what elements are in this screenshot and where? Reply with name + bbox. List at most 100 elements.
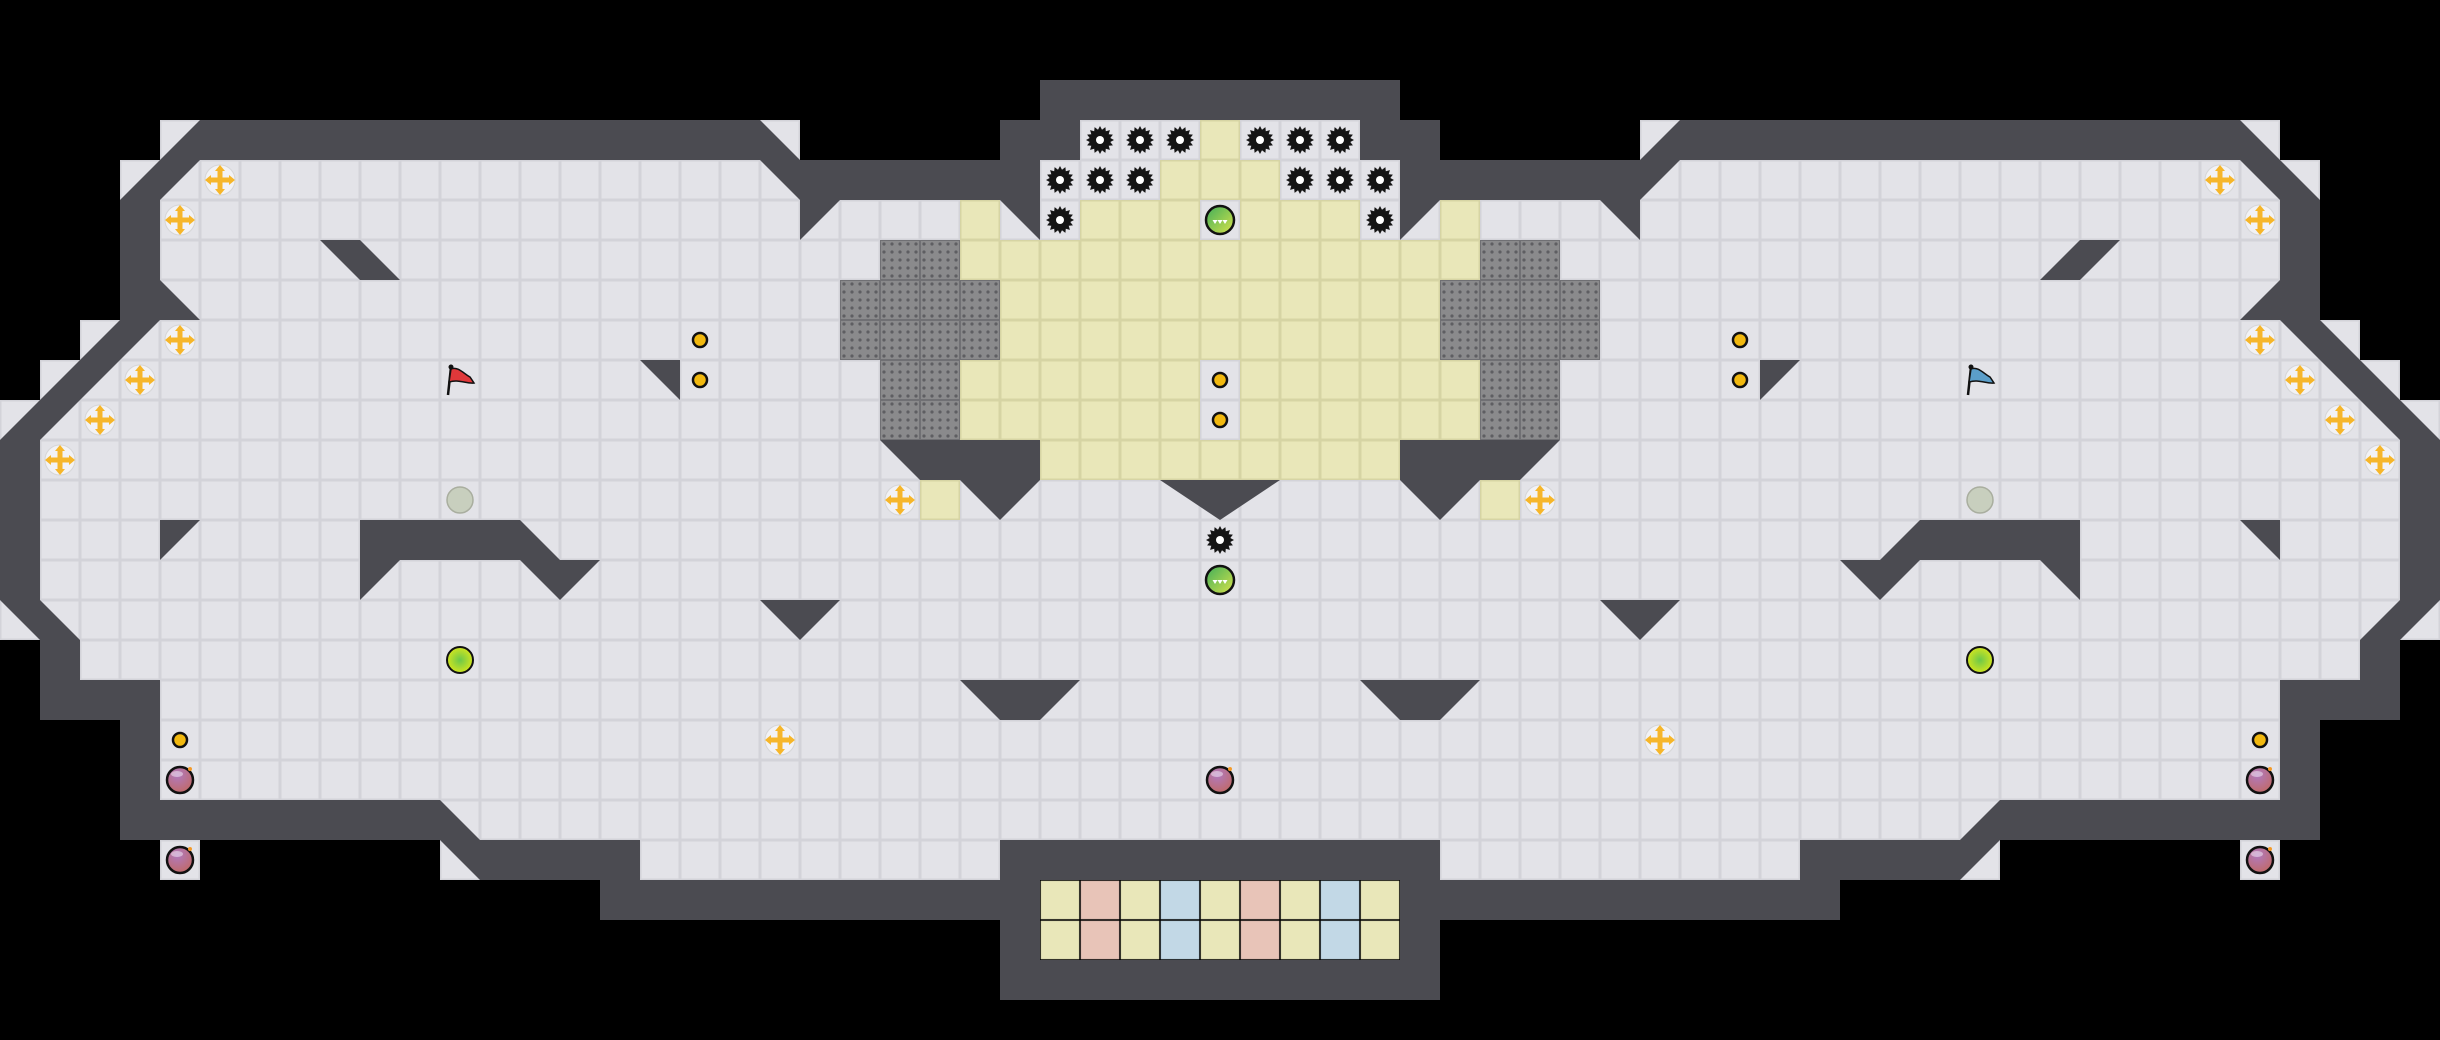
floor-tile — [1280, 720, 1320, 760]
floor-tile — [360, 440, 400, 480]
floor-tile — [880, 760, 920, 800]
floor-tile — [2200, 240, 2240, 280]
floor-tile — [1800, 240, 1840, 280]
floor-tile — [1720, 280, 1760, 320]
arrow-down-icon — [175, 349, 185, 355]
wall-tile — [1400, 680, 1440, 720]
floor-tile — [2280, 400, 2320, 440]
wall-tile — [0, 440, 40, 480]
floor-tile — [320, 640, 360, 680]
spike-icon — [1206, 526, 1234, 554]
floor-tile — [1080, 560, 1120, 600]
arrow-left-icon — [765, 735, 771, 745]
wall-tile — [360, 520, 400, 560]
diagonal-wall-tile — [1640, 600, 1680, 640]
spike-icon — [1086, 166, 1114, 194]
diagonal-wall-tile — [360, 560, 400, 600]
floor-tile — [120, 400, 160, 440]
arrow-down-icon — [2295, 389, 2305, 395]
floor-tile — [2160, 560, 2200, 600]
yellow-zone-tile — [1040, 440, 1080, 480]
floor-tile — [360, 280, 400, 320]
gate-tile — [1520, 280, 1560, 320]
diagonal-wall-tile — [560, 560, 600, 600]
floor-tile — [840, 600, 880, 640]
yellow-zone-tile — [1240, 160, 1280, 200]
floor-tile — [1360, 720, 1400, 760]
wall-tile — [1240, 840, 1280, 880]
floor-tile — [2120, 680, 2160, 720]
ball-mark — [1217, 220, 1223, 224]
floor-tile — [1360, 640, 1400, 680]
spike-icon — [1366, 166, 1394, 194]
wall-tile — [480, 840, 520, 880]
floor-tile — [440, 720, 480, 760]
floor-tile — [200, 600, 240, 640]
wall-tile — [520, 840, 560, 880]
floor-tile — [1360, 520, 1400, 560]
diagonal-wall-tile — [2400, 400, 2440, 440]
red-endzone-tile — [1080, 880, 1120, 920]
bomb-body — [165, 765, 195, 795]
yellow-zone-tile — [1000, 240, 1040, 280]
floor-tile — [1760, 720, 1800, 760]
wall-tile — [2280, 760, 2320, 800]
floor-tile — [1920, 600, 1960, 640]
floor-tile — [760, 360, 800, 400]
floor-tile — [1120, 760, 1160, 800]
yellow-zone-tile — [1120, 240, 1160, 280]
arrow-up-icon — [775, 725, 785, 731]
floor-tile — [1160, 640, 1200, 680]
boost-bar-v — [2257, 328, 2263, 352]
floor-tile — [1120, 480, 1160, 520]
wall-tile — [2040, 520, 2080, 560]
boost-bar-v — [2297, 368, 2303, 392]
wall-tile — [2000, 120, 2040, 160]
gate-tile — [1480, 320, 1520, 360]
floor-tile — [1440, 520, 1480, 560]
wall-tile — [2400, 520, 2440, 560]
floor-tile — [1640, 680, 1680, 720]
floor-tile — [1800, 480, 1840, 520]
floor-tile — [680, 600, 720, 640]
wall-tile — [1280, 840, 1320, 880]
arrow-right-icon — [2389, 455, 2395, 465]
arrow-left-icon — [205, 175, 211, 185]
wall-tile — [1600, 880, 1640, 920]
floor-tile — [1880, 440, 1920, 480]
wall-tile — [1400, 440, 1440, 480]
floor-tile — [1240, 800, 1280, 840]
floor-tile — [1880, 760, 1920, 800]
floor-tile — [2280, 560, 2320, 600]
floor-tile — [480, 440, 520, 480]
floor-tile — [360, 600, 400, 640]
floor-tile — [2120, 200, 2160, 240]
floor-tile — [1600, 280, 1640, 320]
floor-tile — [360, 760, 400, 800]
yellow-zone-tile — [1280, 240, 1320, 280]
wall-tile — [520, 120, 560, 160]
arrow-right-icon — [789, 735, 795, 745]
floor-tile — [1040, 800, 1080, 840]
floor-tile — [360, 200, 400, 240]
gate-tile — [920, 240, 960, 280]
spike-icon — [1366, 206, 1394, 234]
wall-tile — [1360, 80, 1400, 120]
floor-tile — [560, 320, 600, 360]
floor-tile — [1680, 480, 1720, 520]
wall-tile — [1320, 80, 1360, 120]
yellow-zone-tile — [1320, 200, 1360, 240]
yellow-zone-tile — [1360, 360, 1400, 400]
floor-tile — [240, 760, 280, 800]
floor-tile — [640, 320, 680, 360]
floor-tile — [1440, 760, 1480, 800]
floor-tile — [1560, 760, 1600, 800]
yellow-zone-tile — [1120, 360, 1160, 400]
floor-tile — [760, 400, 800, 440]
floor-tile — [1720, 520, 1760, 560]
diagonal-wall-tile — [2400, 600, 2440, 640]
diagonal-wall-tile — [800, 600, 840, 640]
floor-tile — [1920, 200, 1960, 240]
floor-tile — [400, 280, 440, 320]
floor-tile — [2160, 520, 2200, 560]
